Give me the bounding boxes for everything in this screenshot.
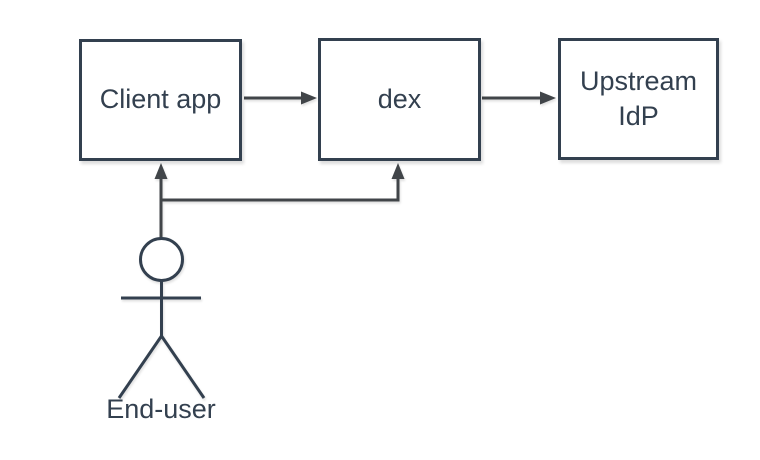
edge-dex-to-upstream-idp [482,91,556,105]
node-dex-label: dex [377,83,422,114]
arrowhead-up-icon [391,163,405,179]
arrowhead-up-icon [154,163,168,179]
arrowhead-right-icon [301,91,317,105]
end-user-label: End-user [106,394,216,424]
arrowhead-right-icon [540,91,556,105]
node-client-app-label: Client app [99,84,222,115]
actor-right-leg-icon [160,335,206,399]
node-dex: dex [318,38,481,161]
node-upstream-idp: Upstream IdP [558,38,719,160]
edge-client-app-to-dex [244,91,317,105]
actor-head-icon [139,237,184,282]
actor-left-leg-icon [117,335,163,399]
edge-end-user-to-client-app [154,163,168,238]
edge-end-user-to-dex [161,163,405,202]
end-user-actor [117,237,206,399]
node-client-app: Client app [79,39,242,161]
node-upstream-idp-label: Upstream IdP [579,65,698,131]
